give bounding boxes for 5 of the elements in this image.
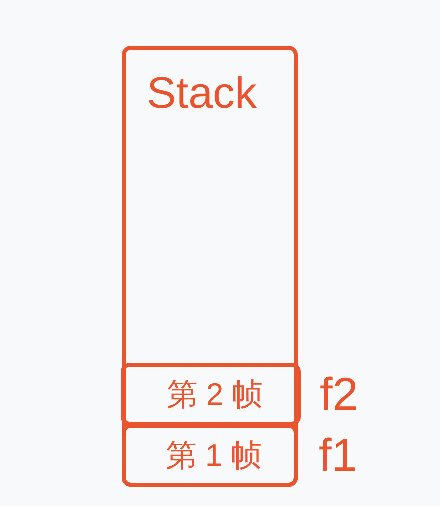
stack-title: Stack xyxy=(147,72,258,116)
frame-label: f1 xyxy=(319,432,358,478)
frame-name: 第 2 帧 xyxy=(166,379,264,410)
frame-label: f2 xyxy=(320,370,358,417)
frame-name: 第 1 帧 xyxy=(164,440,262,471)
